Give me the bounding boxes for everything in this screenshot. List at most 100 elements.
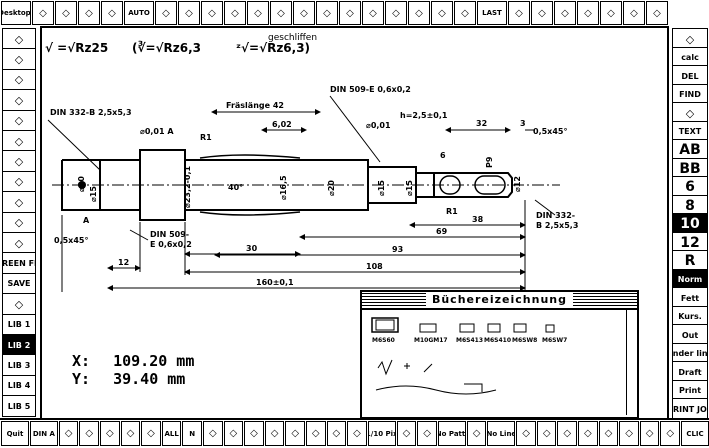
bottom-tool-fill-icon-21[interactable]: ◇ [466,421,487,446]
bottom-tool-line-heavy-icon-29[interactable]: ◇ [639,421,660,446]
left-tool-rotate-icon-1[interactable]: ◇ [2,48,36,71]
note-datum-a: A [83,216,90,225]
bottom-tool-layer-icon-3[interactable]: ◇ [79,421,100,446]
top-tool-copy-icon-21[interactable]: ◇ [508,1,530,25]
top-tool-hatch-icon-18[interactable]: ◇ [431,1,453,25]
top-tool-spiral-icon-24[interactable]: ◇ [577,1,599,25]
top-tool-parallel-line-icon-4[interactable]: ◇ [101,1,123,25]
library-item-m10gm17[interactable]: M10GM17 [414,323,448,344]
left-tool-lib-icon-16[interactable]: LIB 3 [2,354,36,377]
top-tool-rectangle-icon-9[interactable]: ◇ [224,1,246,25]
top-tool-grid-box-icon-15[interactable]: ◇ [362,1,384,25]
bottom-tool-move-icon-9[interactable]: ◇ [203,421,223,446]
left-tool-lib-icon-15[interactable]: LIB 2 [2,334,36,356]
top-tool-triangle-icon-10[interactable]: ◇ [247,1,269,25]
bottom-tool-line-bold-icon-28[interactable]: ◇ [619,421,639,446]
bottom-tool-select-icon-6[interactable]: ◇ [141,421,161,446]
right-tool-underline-icon-17[interactable]: under line [672,342,708,365]
library-window[interactable]: Büchereizeichnung M6S60 M10GM17 M6S413 M… [360,290,639,419]
left-tool-mirror-icon-3[interactable]: ◇ [2,89,36,112]
no-line-icon: No Line [487,429,516,438]
left-tool-lib-icon-14[interactable]: LIB 1 [2,313,36,336]
bottom-tool-grid-icon-4[interactable]: ◇ [100,421,120,446]
top-tool-star-icon-2[interactable]: ◇ [55,1,77,25]
top-tool-x-mark-icon-1[interactable]: ◇ [32,1,54,25]
bottom-tool-line-med-icon-26[interactable]: ◇ [578,421,598,446]
left-tool-stretch-icon-6[interactable]: ◇ [2,150,36,173]
top-tool-redraw-icon-26[interactable]: ◇ [623,1,645,25]
library-item-m6s413[interactable]: M6S413 [456,323,483,344]
right-tool-size-10-icon-10[interactable]: 10 [672,213,708,235]
bottom-tool-arrow-down-icon-13[interactable]: ◇ [285,421,305,446]
top-tool-circle-icon-13[interactable]: ◇ [316,1,338,25]
bottom-tool-hatch-icon-19[interactable]: ◇ [417,421,437,446]
bottom-tool-quit-icon-0[interactable]: Quit [1,421,29,446]
bottom-tool-copy-icon-5[interactable]: ◇ [120,421,141,446]
bottom-tool-n-icon-8[interactable]: N [182,421,202,446]
left-tool-extend-icon-8[interactable]: ◇ [2,191,36,214]
left-tool-zoom-icon-2[interactable]: ◇ [2,68,36,91]
left-tool-offset-icon-7[interactable]: ◇ [2,170,36,193]
top-tool-arc-icon-6[interactable]: ◇ [155,1,177,25]
bottom-tool-pix-icon-17[interactable]: 1/10 Pix [367,421,396,446]
left-tool-fillet-icon-4[interactable]: ◇ [2,109,36,132]
top-tool-last-icon-20[interactable]: LAST [477,1,507,25]
top-tool-cross-grid-icon-19[interactable]: ◇ [454,1,476,25]
left-tool-lib-icon-18[interactable]: LIB 5 [2,395,36,418]
right-tool-size-8-icon-9[interactable]: 8 [672,194,708,217]
bottom-tool-no-line-icon-22[interactable]: No Line [487,421,516,446]
left-tool-screen-file-icon-11[interactable]: SCREEN FILE [2,252,36,275]
bottom-tool-clic-icon-31[interactable]: CLIC [681,421,709,446]
top-tool-delete-x-icon-22[interactable]: ◇ [531,1,553,25]
bottom-tool-diag-icon-24[interactable]: ◇ [536,421,557,446]
library-title-bar[interactable]: Büchereizeichnung [362,292,637,310]
bottom-tool-all-icon-7[interactable]: ALL [161,421,182,446]
left-tool-save-icon-12[interactable]: SAVE [2,272,36,295]
top-tool-cross-circle-icon-23[interactable]: ◇ [554,1,576,25]
top-tool-rounded-rect-icon-11[interactable]: ◇ [270,1,292,25]
library-item-m6sw7[interactable]: M6SW7 [542,324,567,344]
bottom-tool-xor-icon-30[interactable]: ◇ [660,421,681,446]
drawing-canvas[interactable]: √ =√Rz25 (∛=√Rz6,3 ᶻ√=√Rz6,3) geschliffe… [42,28,665,416]
top-tool-circle-tangent-icon-7[interactable]: ◇ [178,1,200,25]
bottom-tool-shrink-icon-15[interactable]: ◇ [326,421,347,446]
top-tool-polyline-icon-8[interactable]: ◇ [201,1,223,25]
bottom-tool-snap-icon-2[interactable]: ◇ [58,421,79,446]
library-item-m6s410[interactable]: M6S410 [484,323,511,344]
library-item-m6sw8[interactable]: M6SW8 [512,323,537,344]
bottom-tool-din-a-icon-1[interactable]: DIN A [29,421,58,446]
bottom-tool-line-thick-icon-27[interactable]: ◇ [598,421,619,446]
right-tool-font-icon-7[interactable]: BB [672,157,708,180]
library-item-m6s60[interactable]: M6S60 [371,317,399,344]
left-tool-lib-icon-17[interactable]: LIB 4 [2,374,36,397]
bottom-tool-arrow-up-icon-12[interactable]: ◇ [264,421,285,446]
bottom-tool-pointer-icon-23[interactable]: ◇ [516,421,536,446]
right-tool-italic-icon-15[interactable]: Kurs. [672,305,708,328]
top-tool-text-box-icon-16[interactable]: ◇ [385,1,407,25]
bottom-tool-line-thin-icon-25[interactable]: ◇ [557,421,578,446]
left-tool-trim-icon-5[interactable]: ◇ [2,130,36,152]
bottom-tool-expand-icon-14[interactable]: ◇ [305,421,326,446]
top-tool-arc-3p-icon-14[interactable]: ◇ [339,1,361,25]
library-scrollbar[interactable] [626,310,637,415]
left-tool-break-icon-9[interactable]: ◇ [2,211,36,234]
left-tool-undo-arrow-icon-0[interactable]: ◇ [2,28,36,50]
bottom-tool-line-type-icon-16[interactable]: ◇ [347,421,367,446]
right-tool-calc-icon-1[interactable]: calc [672,46,708,69]
left-tool-pen-icon-10[interactable]: ◇ [2,232,36,254]
top-tool-measure-icon-25[interactable]: ◇ [600,1,622,25]
bottom-tool-no-pattern-icon-20[interactable]: No Patt. [437,421,466,446]
top-tool-dimension-icon-17[interactable]: ◇ [408,1,430,25]
right-tool-print-job-icon-20[interactable]: PRINT JOB [672,398,708,420]
top-tool-desktop-acc-icon-0[interactable]: Rel Desktop ACC [1,1,31,25]
right-tool-size-6-icon-8[interactable]: 6 [672,176,708,198]
top-tool-ellipse-icon-12[interactable]: ◇ [293,1,315,25]
top-tool-close-icon-27[interactable]: ◇ [646,1,668,25]
bottom-tool-arrow-left-icon-10[interactable]: ◇ [223,421,244,446]
top-tool-auto-icon-5[interactable]: AUTO [124,1,154,25]
right-tool-text-style-icon-6[interactable]: AB [672,139,708,161]
top-tool-line-icon-3[interactable]: ◇ [78,1,100,25]
bottom-tool-arrow-right-icon-11[interactable]: ◇ [244,421,264,446]
bottom-tool-pattern-icon-18[interactable]: ◇ [396,421,417,446]
left-tool-box-icon-13[interactable]: ◇ [2,293,36,316]
